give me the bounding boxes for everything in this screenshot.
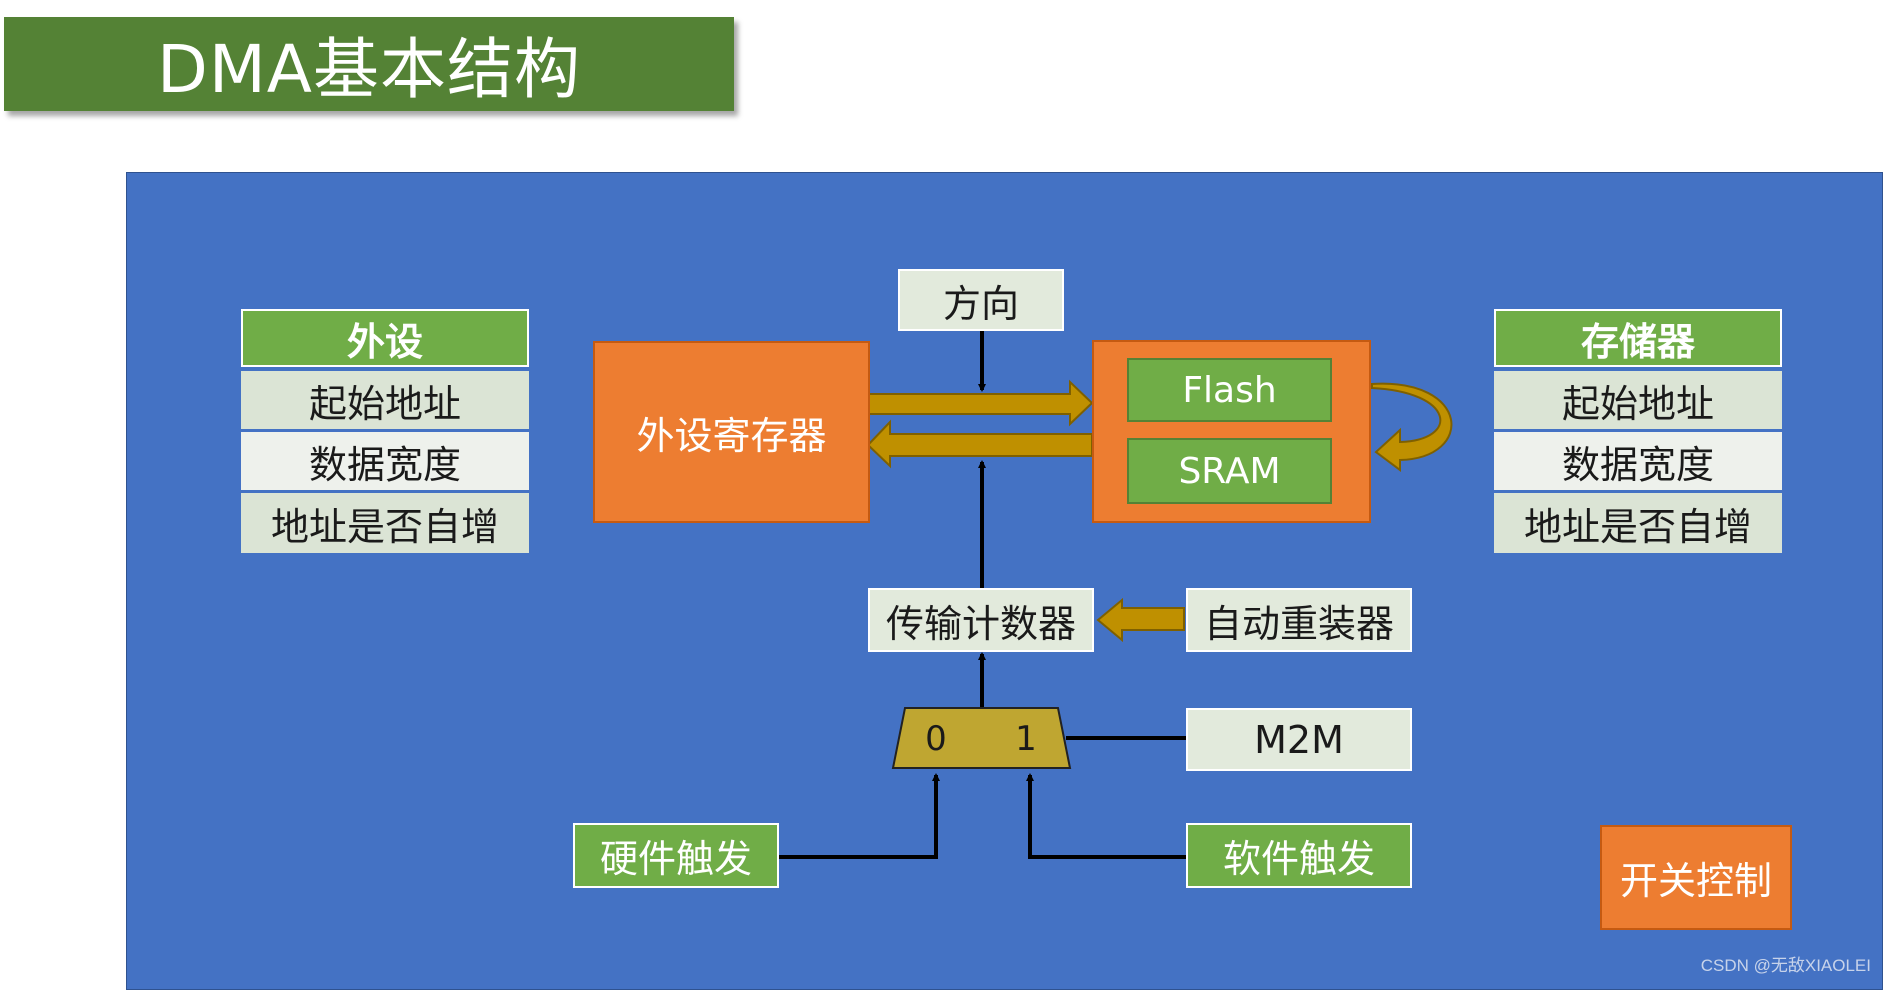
auto-reload-arrow: [1096, 597, 1185, 643]
mux-input-0-label: 0: [925, 719, 947, 759]
flash-box: Flash: [1127, 358, 1332, 422]
switch-control-box: 开关控制: [1600, 825, 1792, 930]
watermark-text: CSDN @无敌XIAOLEI: [1700, 956, 1871, 975]
memory-data-width: 数据宽度: [1494, 432, 1782, 490]
peripheral-table-header: 外设: [241, 309, 529, 367]
direction-box: 方向: [898, 269, 1064, 331]
memory-table-header: 存储器: [1494, 309, 1782, 367]
auto-reload-box: 自动重装器: [1186, 588, 1412, 652]
page-title: DMA基本结构: [157, 31, 581, 108]
bus-arrow-left: [866, 419, 1093, 469]
bus-arrow-right: [867, 379, 1094, 427]
peripheral-start-address: 起始地址: [241, 371, 529, 429]
memory-address-increment: 地址是否自增: [1494, 493, 1782, 553]
memory-start-address: 起始地址: [1494, 371, 1782, 429]
m2m-box: M2M: [1186, 708, 1412, 771]
peripheral-register-box: 外设寄存器: [593, 341, 870, 523]
title-banner: DMA基本结构: [4, 17, 734, 111]
memory-loop-arrow: [1371, 382, 1453, 472]
transfer-counter-box: 传输计数器: [868, 588, 1094, 652]
software-trigger-wire: [1026, 773, 1186, 859]
peripheral-data-width: 数据宽度: [241, 432, 529, 490]
sram-box: SRAM: [1127, 438, 1332, 504]
trigger-mux: [891, 707, 1072, 769]
mux-input-1-label: 1: [1015, 719, 1037, 759]
peripheral-address-increment: 地址是否自增: [241, 493, 529, 553]
software-trigger-box: 软件触发: [1186, 823, 1412, 888]
hardware-trigger-wire: [779, 773, 940, 859]
hardware-trigger-box: 硬件触发: [573, 823, 779, 888]
